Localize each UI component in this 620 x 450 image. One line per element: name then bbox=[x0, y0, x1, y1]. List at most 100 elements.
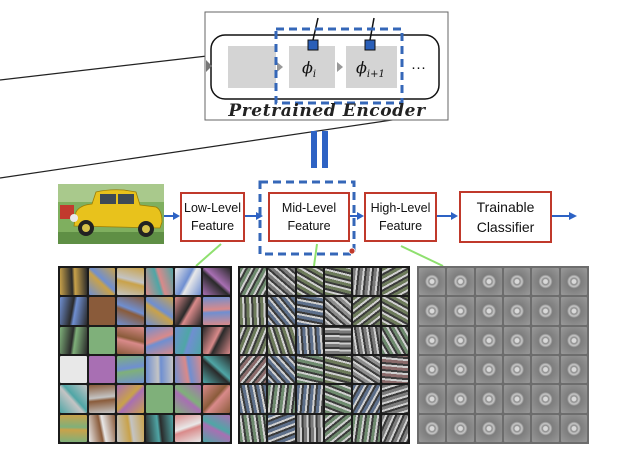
filter-cell bbox=[240, 326, 267, 354]
filter-cell bbox=[88, 268, 116, 296]
marker-square-phi-i bbox=[307, 39, 319, 51]
filter-cell bbox=[447, 385, 474, 413]
filter-cell bbox=[447, 297, 474, 325]
filter-cell bbox=[268, 326, 295, 354]
filter-cell bbox=[88, 326, 116, 354]
pointer-high bbox=[400, 245, 444, 267]
filter-cell bbox=[203, 356, 230, 384]
filter-cell bbox=[532, 356, 559, 384]
filter-cell bbox=[117, 268, 144, 296]
filter-cell bbox=[174, 385, 202, 413]
classifier-line-1: Trainable bbox=[476, 198, 535, 215]
low-level-line-1: Low-Level bbox=[184, 200, 241, 215]
filter-cell bbox=[325, 326, 352, 354]
zoom-line-top bbox=[0, 55, 208, 81]
filter-cell bbox=[268, 385, 295, 413]
filter-cell bbox=[353, 414, 380, 442]
filter-cell bbox=[203, 268, 230, 296]
filter-grid-high bbox=[417, 266, 589, 444]
filter-cell bbox=[60, 356, 87, 384]
filter-cell bbox=[532, 297, 559, 325]
filter-cell bbox=[504, 356, 531, 384]
filter-cell bbox=[475, 326, 502, 354]
filter-cell bbox=[145, 385, 173, 413]
filter-cell bbox=[174, 356, 202, 384]
filter-cell bbox=[381, 297, 408, 325]
filter-cell bbox=[419, 297, 446, 325]
marker-square-phi-i1 bbox=[364, 39, 376, 51]
filter-cell bbox=[504, 385, 531, 413]
high-level-feature-box: High-Level Feature bbox=[364, 192, 437, 242]
filter-cell bbox=[325, 385, 352, 413]
filter-cell bbox=[240, 356, 267, 384]
filter-cell bbox=[560, 385, 587, 413]
layer-arrow-2 bbox=[337, 62, 343, 72]
filter-cell bbox=[88, 414, 116, 442]
filter-cell bbox=[475, 297, 502, 325]
trainable-classifier-box: Trainable Classifier bbox=[459, 191, 552, 243]
encoder-layer-phi-i bbox=[289, 46, 335, 88]
filter-cell bbox=[381, 414, 408, 442]
filter-cell bbox=[475, 356, 502, 384]
filter-cell bbox=[240, 385, 267, 413]
filter-cell bbox=[381, 326, 408, 354]
filter-cell bbox=[174, 268, 202, 296]
filter-cell bbox=[145, 356, 173, 384]
layer-arrow-1 bbox=[277, 62, 283, 72]
filter-cell bbox=[325, 268, 352, 296]
encoder-input-arrow bbox=[206, 60, 212, 72]
filter-cell bbox=[419, 356, 446, 384]
filter-cell bbox=[174, 297, 202, 325]
filter-cell bbox=[174, 414, 202, 442]
high-level-line-2: Feature bbox=[378, 219, 423, 233]
ellipsis-label: ··· bbox=[411, 59, 426, 76]
filter-cell bbox=[145, 326, 173, 354]
filter-cell bbox=[532, 414, 559, 442]
filter-cell bbox=[145, 268, 173, 296]
mid-level-highlight bbox=[258, 180, 356, 256]
filter-cell bbox=[532, 326, 559, 354]
filter-cell bbox=[447, 356, 474, 384]
phi-i-label: ϕi bbox=[302, 58, 316, 80]
filter-cell bbox=[60, 326, 87, 354]
encoder-caption: Pretrained Encoder bbox=[227, 101, 426, 121]
filter-cell bbox=[353, 356, 380, 384]
filter-cell bbox=[88, 297, 116, 325]
filter-cell bbox=[60, 385, 87, 413]
filter-cell bbox=[353, 326, 380, 354]
filter-cell bbox=[353, 268, 380, 296]
filter-cell bbox=[325, 414, 352, 442]
filter-cell bbox=[88, 385, 116, 413]
filter-cell bbox=[419, 385, 446, 413]
filter-cell bbox=[203, 385, 230, 413]
filter-cell bbox=[475, 385, 502, 413]
filter-cell bbox=[117, 356, 144, 384]
filter-cell bbox=[203, 414, 230, 442]
filter-cell bbox=[117, 297, 144, 325]
filter-cell bbox=[240, 297, 267, 325]
equals-bar-right bbox=[322, 131, 328, 168]
filter-cell bbox=[174, 326, 202, 354]
equals-bar-left bbox=[311, 131, 317, 168]
filter-cell bbox=[117, 326, 144, 354]
car-photo bbox=[58, 184, 164, 244]
mid-level-badge bbox=[348, 247, 356, 255]
low-level-feature-box: Low-Level Feature bbox=[180, 192, 245, 242]
filter-cell bbox=[447, 326, 474, 354]
pointer-low bbox=[195, 243, 222, 267]
filter-cell bbox=[325, 297, 352, 325]
filter-cell bbox=[381, 268, 408, 296]
mid-level-line-2: Feature bbox=[287, 219, 331, 233]
filter-cell bbox=[532, 268, 559, 296]
filter-cell bbox=[504, 268, 531, 296]
filter-cell bbox=[532, 385, 559, 413]
filter-cell bbox=[296, 356, 323, 384]
filter-cell bbox=[504, 297, 531, 325]
filter-cell bbox=[268, 268, 295, 296]
filter-cell bbox=[419, 268, 446, 296]
encoder-layer-phi-i1 bbox=[346, 46, 397, 88]
filter-cell bbox=[419, 326, 446, 354]
encoder-layer-0 bbox=[228, 46, 276, 88]
filter-cell bbox=[560, 356, 587, 384]
